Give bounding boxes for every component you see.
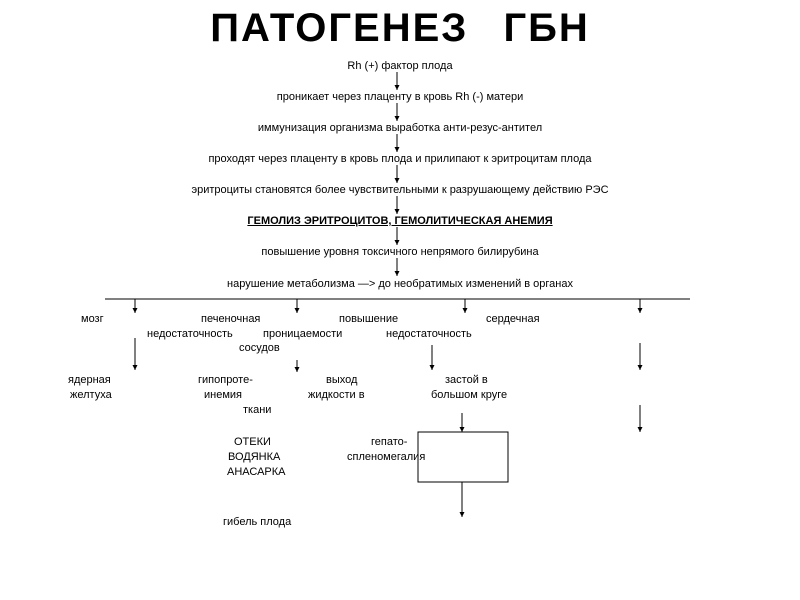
outcome-edema-line1: ОТЕКИ <box>234 436 271 448</box>
chain-step-8: нарушение метаболизма —> до необратимых … <box>227 278 573 290</box>
effect-fluid-line1: выход <box>326 374 358 386</box>
page-title: ПАТОГЕНЕЗ ГБН <box>210 6 590 50</box>
chain-step-3: иммунизация организма выработка анти-рез… <box>257 122 543 134</box>
branch-heart-line2: недостаточность <box>386 328 472 340</box>
outcome-edema-line2: ВОДЯНКА <box>228 451 281 463</box>
effect-jaundice-line1: ядерная <box>68 374 111 386</box>
chain-step-1: Rh (+) фактор плода <box>347 60 453 72</box>
outcome-edema-line3: АНАСАРКА <box>227 466 286 478</box>
outcome-hepato-line2: спленомегалия <box>347 451 426 463</box>
branch-liver-line1: печеночная <box>201 313 261 325</box>
branch-heart-line1: сердечная <box>486 313 540 325</box>
effect-stasis-line1: застой в <box>445 374 488 386</box>
branch-permeability-line1: повышение <box>339 313 399 325</box>
effect-hypoproteinemia-line2: инемия <box>204 389 243 401</box>
branch-permeability-line3: сосудов <box>239 342 280 354</box>
chain-step-4: проходят через плаценту в кровь плода и … <box>208 153 592 165</box>
chain-step-2: проникает через плаценту в кровь Rh (-) … <box>276 91 524 103</box>
branch-brain: мозг <box>81 313 104 325</box>
effect-hypoproteinemia-line1: гипопроте- <box>198 374 253 386</box>
chain-step-5: эритроциты становятся более чувствительн… <box>191 184 609 196</box>
hepato-box <box>417 431 509 483</box>
branch-permeability-line2: проницаемости <box>263 328 343 340</box>
chain-step-7: повышение уровня токсичного непрямого би… <box>261 246 539 258</box>
effect-jaundice-line2: желтуха <box>70 389 112 401</box>
branch-liver-line2: недостаточность <box>147 328 233 340</box>
chain-step-6: ГЕМОЛИЗ ЭРИТРОЦИТОВ, ГЕМОЛИТИЧЕСКАЯ АНЕМ… <box>247 215 553 227</box>
effect-fluid-line3: ткани <box>243 404 272 416</box>
effect-fluid-line2: жидкости в <box>308 389 365 401</box>
effect-stasis-line2: большом круге <box>431 389 508 401</box>
outcome-hepato-line1: гепато- <box>371 436 408 448</box>
outcome-fetal-death: гибель плода <box>223 516 292 528</box>
